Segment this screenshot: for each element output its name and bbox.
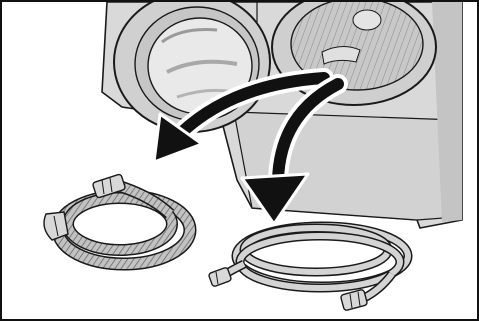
drum-hub: [353, 10, 381, 30]
washing-machine-hoses-illustration: [2, 2, 477, 319]
hose-connector-left: [44, 212, 68, 240]
smooth-hose-icon: [208, 226, 408, 311]
hose-end-left: [208, 267, 232, 287]
corrugated-hose-icon: [44, 174, 190, 264]
hose-end-right: [340, 289, 367, 311]
